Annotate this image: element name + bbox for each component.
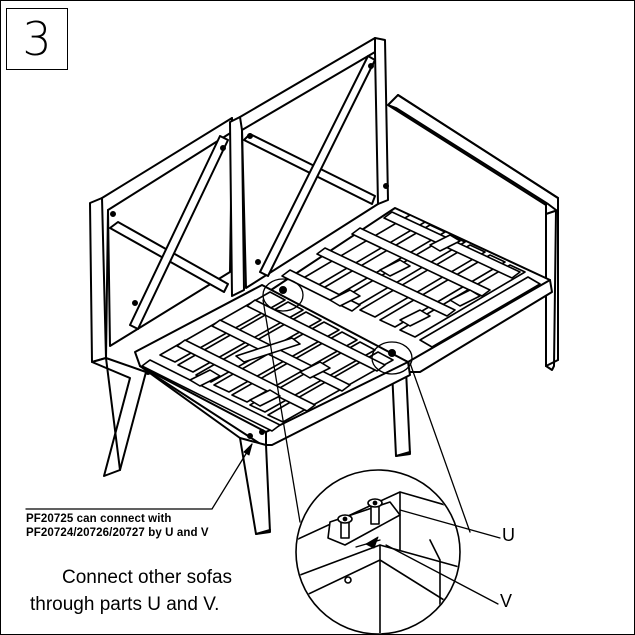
step-number: 3	[22, 12, 52, 66]
callout-circle-joint-2	[371, 341, 413, 375]
left-legs	[91, 357, 271, 535]
instruction-line-1: Connect other sofas	[62, 567, 233, 588]
left-back-frame	[89, 117, 245, 363]
connection-note-line-1: PF20725 can connect with	[26, 513, 172, 525]
detail-zoom	[295, 469, 501, 635]
connection-note-line-2: PF20724/20726/20727 by U and V	[26, 527, 209, 539]
instruction-line-2: through parts U and V.	[30, 594, 220, 615]
part-label-u: U	[502, 525, 515, 545]
left-seat-webbing	[141, 291, 394, 432]
right-back-frame	[229, 37, 389, 297]
right-seat-webbing	[281, 211, 541, 348]
callout-circle-joint-1	[262, 278, 304, 312]
part-label-v: V	[500, 591, 513, 611]
step-number-box: 3	[6, 8, 68, 70]
